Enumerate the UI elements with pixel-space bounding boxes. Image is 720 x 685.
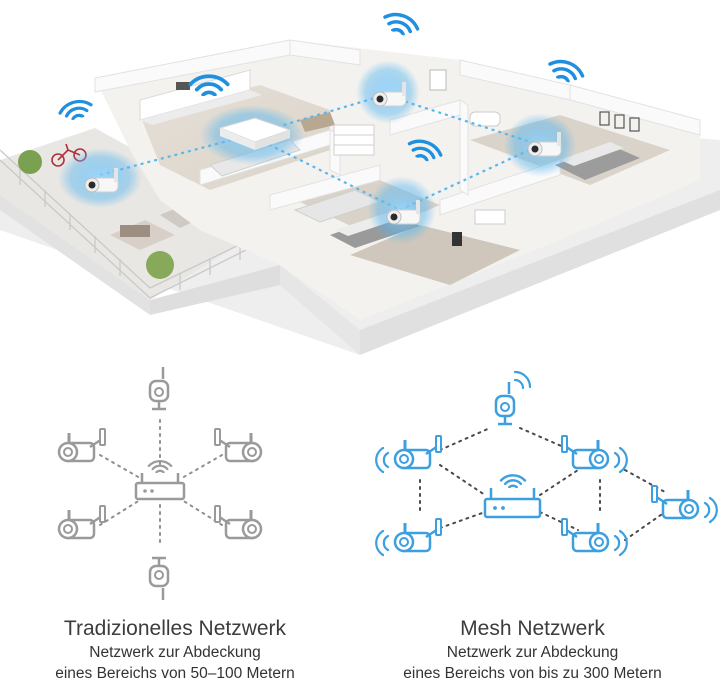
security-camera-icon [57, 504, 107, 540]
illustration [0, 8, 720, 602]
mesh-network-diagram [375, 370, 718, 557]
traditional-network-diagram [57, 365, 263, 602]
mesh-network-line2: eines Bereichs von bis zu 300 Metern [403, 665, 662, 682]
security-camera-icon [560, 434, 628, 474]
traditional-network-title: Tradizionelles Netzwerk [63, 617, 287, 640]
security-camera-icon [375, 434, 443, 474]
security-camera-icon [560, 517, 628, 557]
traditional-network-caption: Tradizionelles Netzwerk Netzwerk zur Abd… [10, 616, 340, 684]
security-camera-icon [148, 365, 170, 411]
mesh-network-line1: Netzwerk zur Abdeckung [446, 644, 619, 661]
wifi-signal-icon [56, 96, 95, 124]
security-camera-icon [148, 556, 170, 602]
security-camera-icon [213, 504, 263, 540]
traditional-network-line2: eines Bereichs von 50–100 Metern [55, 665, 295, 682]
wifi-router-icon [134, 459, 186, 501]
security-camera-icon [650, 484, 718, 524]
hub-router-icon [218, 117, 292, 150]
security-camera-icon [494, 370, 532, 426]
mesh-network-caption: Mesh Netzwerk Netzwerk zur Abdeckung ein… [370, 616, 695, 684]
house-illustration [0, 8, 720, 355]
wifi-router-icon [483, 474, 542, 519]
traditional-network-line1: Netzwerk zur Abdeckung [89, 644, 261, 661]
security-camera-icon [375, 517, 443, 557]
wifi-signal-icon [379, 8, 422, 40]
security-camera-icon [57, 427, 107, 463]
mesh-network-title: Mesh Netzwerk [460, 617, 605, 640]
